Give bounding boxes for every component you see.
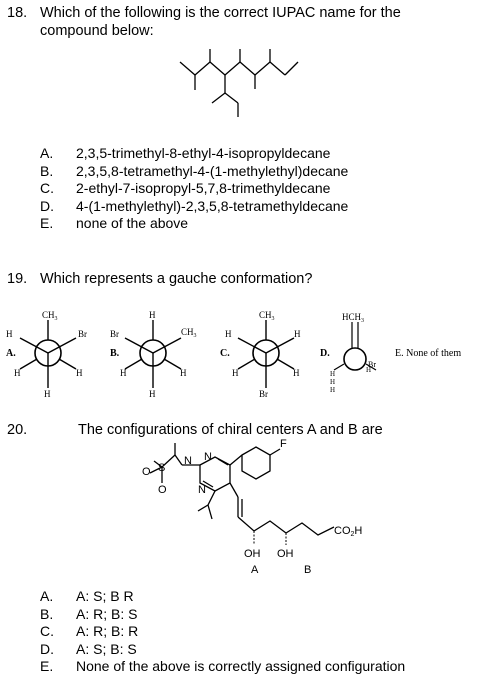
option-text: 2,3,5-trimethyl-8-ethyl-4-isopropyldecan… [76,145,331,161]
option-text: none of the above [76,215,189,231]
option-text: A: R; B: S [76,605,138,622]
svg-text:H: H [366,366,371,374]
svg-text:B.: B. [110,348,120,359]
svg-text:O: O [142,466,151,478]
svg-text:H: H [330,378,335,386]
q18-option-c[interactable]: C. 2-ethyl-7-isopropyl-5,7,8-trimethyldec… [40,180,348,198]
svg-text:S: S [158,462,165,474]
svg-text:A: A [251,564,259,576]
q18-skeletal-structure [179,49,299,117]
q20-option-b[interactable]: B. A: R; B: S [40,606,405,624]
svg-text:H: H [120,368,127,378]
q18-option-e[interactable]: E. none of the above [40,215,348,233]
q19-newman-projections: CH3 H Br H H H A. H Br CH3 H H H B. [6,310,461,399]
svg-text:H: H [6,329,13,339]
q19-number: 19. [7,271,28,287]
svg-text:C.: C. [220,348,230,359]
svg-text:OH: OH [277,548,294,560]
q20-option-a[interactable]: A. A: S; B R [40,588,405,606]
q20-options: A. A: S; B R B. A: R; B: S C. A: R; B: R D.… [40,588,405,676]
option-text: 2,3,5,8-tetramethyl-4-(1-methylethyl)dec… [76,162,349,179]
q20-option-d[interactable]: D. A: S; B: S [40,641,405,659]
svg-text:B: B [304,564,311,576]
q18-options: A. 2,3,5-trimethyl-8-ethyl-4-isopropyldec… [40,145,348,233]
option-letter: C. [40,180,54,196]
option-text: A: S; B R [76,588,134,604]
svg-text:Br: Br [368,360,376,369]
svg-text:H: H [330,386,335,394]
q20-option-e[interactable]: E. None of the above is correctly assigne… [40,658,405,676]
svg-text:H: H [293,368,300,378]
q18-number: 18. [7,5,28,21]
svg-text:OH: OH [244,548,261,560]
option-text: 4-(1-methylethyl)-2,3,5,8-tetramethyldec… [76,197,349,214]
newman-c: CH3 H H H H Br C. [220,310,301,399]
svg-text:N: N [198,484,206,496]
q18-option-d[interactable]: D. 4-(1-methylethyl)-2,3,5,8-tetramethyld… [40,198,348,216]
svg-text:CH3: CH3 [181,327,197,339]
svg-text:H: H [180,368,187,378]
svg-text:D.: D. [320,348,330,359]
option-letter: E. [40,215,54,231]
newman-d: HCH3 Br H H H H D. [320,312,376,394]
option-letter: E. [40,658,54,674]
option-letter: B. [40,605,54,622]
q19-question: Which represents a gauche conformation? [40,271,313,287]
q20-molecule-structure: F N N N S O O CO2H OH OH A B [142,438,362,576]
option-letter: B. [40,162,54,179]
option-text: None of the above is correctly assigned … [76,658,406,674]
svg-text:N: N [184,455,192,467]
svg-text:HCH3: HCH3 [342,312,364,324]
option-letter: D. [40,640,54,657]
option-text: A: S; B: S [76,640,137,657]
svg-text:H: H [149,389,156,399]
newman-b: H Br CH3 H H H B. [110,310,197,399]
option-letter: A. [40,145,54,161]
svg-text:H: H [232,368,239,378]
svg-text:F: F [280,438,287,450]
option-e-text: E. None of them [395,348,461,359]
svg-text:N: N [204,451,212,463]
svg-text:H: H [149,310,156,320]
svg-text:Br: Br [110,329,119,339]
q18-option-b[interactable]: B. 2,3,5,8-tetramethyl-4-(1-methylethyl)d… [40,163,348,181]
svg-text:O: O [158,484,167,496]
svg-text:CH3: CH3 [42,310,58,322]
option-text: 2-ethyl-7-isopropyl-5,7,8-trimethyldecan… [76,180,331,196]
svg-text:H: H [330,370,335,378]
q18-option-a[interactable]: A. 2,3,5-trimethyl-8-ethyl-4-isopropyldec… [40,145,348,163]
q20-option-c[interactable]: C. A: R; B: R [40,623,405,641]
q18-question-line1: Which of the following is the correct IU… [40,5,401,21]
newman-a: CH3 H Br H H H A. [6,310,87,399]
svg-text:CO2H: CO2H [334,525,362,538]
option-letter: D. [40,197,54,214]
q20-question: The configurations of chiral centers A a… [78,422,383,438]
q20-number: 20. [7,422,28,438]
svg-text:H: H [14,368,21,378]
q18-question-line2: compound below: [40,23,154,39]
svg-text:H: H [44,389,51,399]
svg-text:H: H [294,329,301,339]
svg-text:H: H [76,368,83,378]
svg-text:Br: Br [78,329,87,339]
svg-text:H: H [225,329,232,339]
option-letter: C. [40,623,54,639]
option-text: A: R; B: R [76,623,139,639]
svg-text:CH3: CH3 [259,310,275,322]
svg-text:A.: A. [6,348,16,359]
svg-text:Br: Br [259,389,268,399]
option-letter: A. [40,588,54,604]
